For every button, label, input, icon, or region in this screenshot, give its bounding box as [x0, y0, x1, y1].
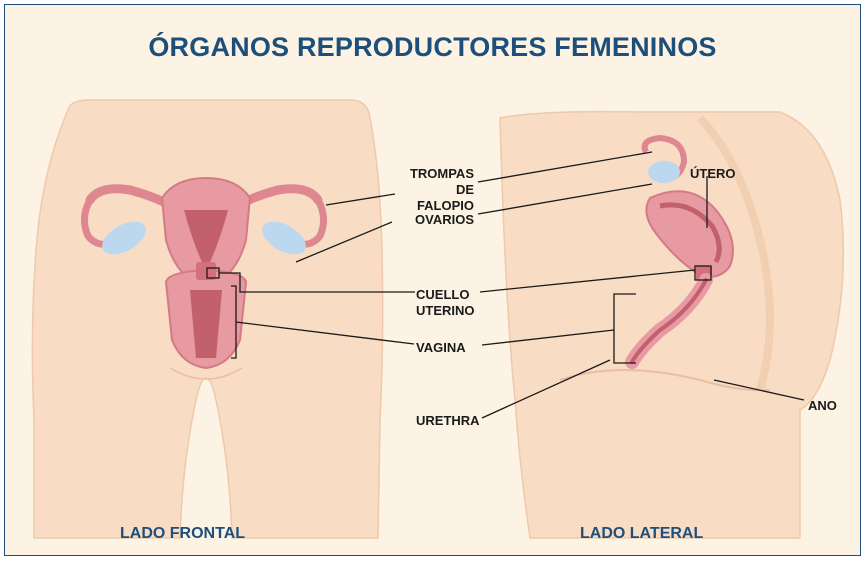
label-urethra: URETHRA	[416, 413, 480, 428]
caption-front-view: LADO FRONTAL	[120, 525, 246, 542]
caption-side-view: LADO LATERAL	[580, 525, 704, 542]
diagram-title: ÓRGANOS REPRODUCTORES FEMENINOS	[148, 32, 717, 62]
side-uterus	[625, 134, 734, 369]
label-ovaries: OVARIOS	[415, 212, 474, 227]
front-uterus	[81, 176, 327, 370]
label-fallopian-line2: FALOPIO	[416, 198, 474, 213]
label-cervix: CUELLO UTERINO	[416, 287, 476, 319]
label-cervix-line2: UTERINO	[416, 303, 475, 318]
front-ovaries	[102, 221, 306, 255]
label-vagina: VAGINA	[416, 340, 466, 355]
label-uterus: ÚTERO	[690, 166, 736, 181]
leader-lines	[206, 151, 805, 419]
label-fallopian-tubes: TROMPAS DE FALOPIO	[398, 166, 474, 214]
label-anus: ANO	[808, 398, 837, 413]
label-fallopian-line1: TROMPAS DE	[409, 166, 474, 197]
label-cervix-line1: CUELLO	[416, 287, 470, 302]
